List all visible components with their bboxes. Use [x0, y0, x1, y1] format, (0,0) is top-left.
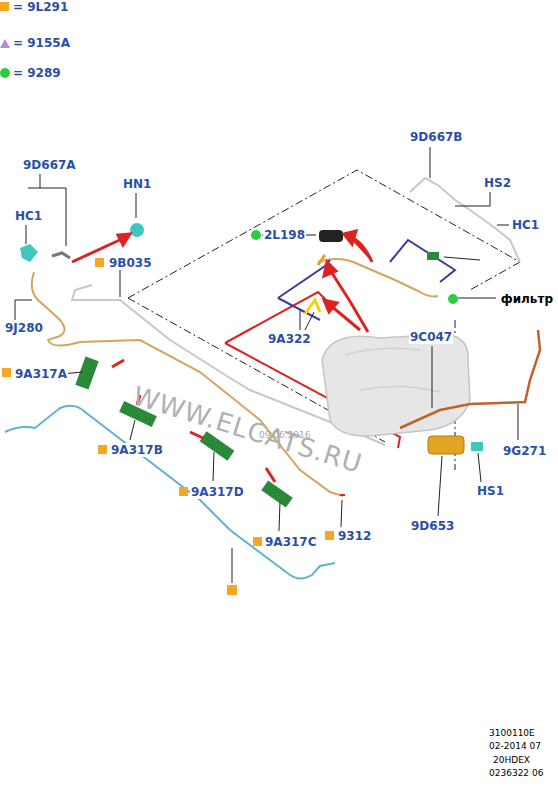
watermark-date: 09.06.2016	[258, 428, 312, 442]
callout-number: 9J280	[4, 321, 44, 335]
callout-number: 9D667B	[409, 130, 464, 144]
footer-code: 0236322 06	[488, 767, 544, 780]
callout-number: 9312	[337, 529, 372, 543]
callout-number: HC1	[511, 218, 540, 232]
footer-code: 20HDEX	[492, 754, 531, 767]
callout-number: HS1	[476, 484, 505, 498]
callout-number: 9G271	[502, 444, 547, 458]
footer-code: 3100110E	[488, 727, 536, 740]
callout-number: 9A317D	[190, 485, 245, 499]
callout-number: 9A317A	[14, 367, 68, 381]
callout-number: фильтр	[500, 292, 554, 306]
callout-number: 9B035	[108, 256, 153, 270]
callout-number: 9A322	[267, 332, 312, 346]
legend-text: = 9289	[13, 66, 61, 80]
legend-circle	[0, 68, 10, 78]
callout-number: HC1	[14, 209, 43, 223]
legend-text: = 9L291	[13, 0, 68, 14]
legend-text: = 9155A	[13, 36, 70, 50]
footer-code: 02-2014 07	[488, 740, 542, 753]
callout-number: 2L198	[263, 228, 306, 242]
callout-number: 9D667A	[22, 158, 77, 172]
callout-number: HN1	[122, 177, 152, 191]
legend-triangle	[0, 39, 10, 48]
callout-number: 9D653	[410, 519, 455, 533]
callout-number: HS2	[483, 176, 512, 190]
callout-number: 9A317C	[264, 535, 318, 549]
callout-number: 9C047	[409, 330, 453, 344]
callout-number: 9A317B	[110, 443, 164, 457]
legend-swatch	[0, 2, 9, 11]
